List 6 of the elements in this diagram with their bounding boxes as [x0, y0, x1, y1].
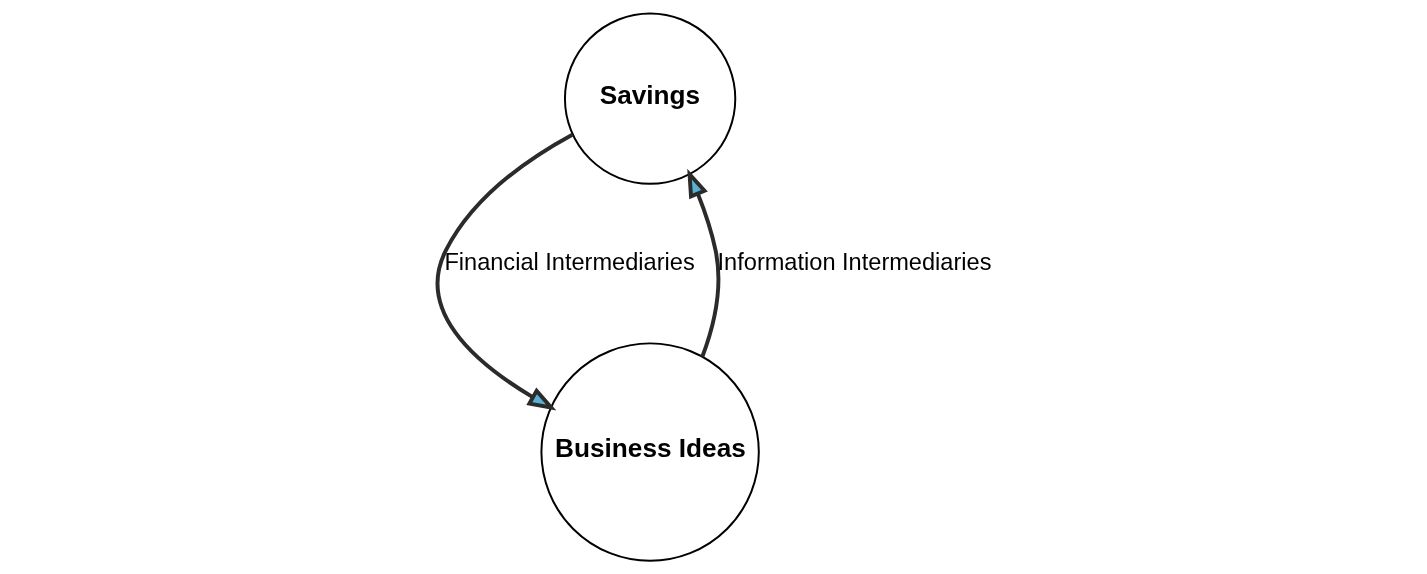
arrow	[686, 168, 720, 358]
edge-label: Financial Intermediaries	[443, 248, 695, 275]
node-circle: Savings	[563, 12, 736, 185]
edge-label: Information Intermediaries	[717, 248, 991, 275]
node-circle: Business Ideas	[539, 342, 760, 562]
arrow	[435, 132, 574, 411]
